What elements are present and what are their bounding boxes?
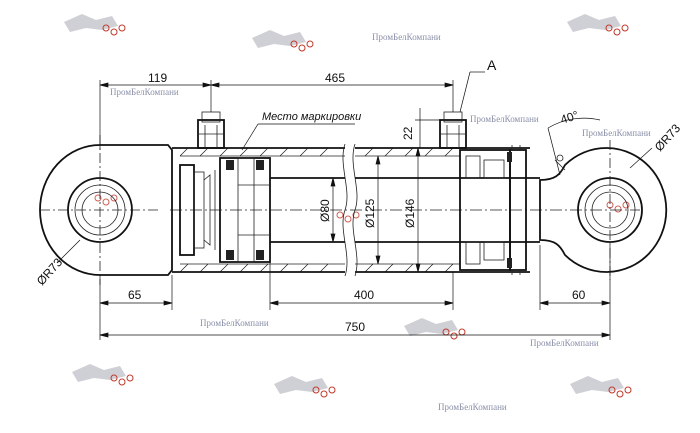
dim-60: 60 <box>572 288 586 302</box>
dim-119: 119 <box>148 71 167 85</box>
watermark-logo-8 <box>94 194 118 206</box>
gland-head <box>459 145 527 275</box>
watermark-text-4: ПромБелКомпани <box>582 128 651 138</box>
port-fitting-left <box>197 111 225 149</box>
dim-d80: Ø80 <box>318 199 332 222</box>
dim-angle-40: 40° <box>559 108 581 127</box>
left-eye-lug <box>39 135 173 285</box>
watermark-logo-1 <box>64 14 126 36</box>
watermark-logo-7 <box>570 376 632 398</box>
watermark-logo-6 <box>274 376 336 398</box>
dim-22: 22 <box>401 126 415 140</box>
dimension-lines <box>57 71 653 340</box>
view-a-label: A <box>487 57 497 73</box>
watermark-text-3: ПромБелКомпани <box>470 114 539 124</box>
watermark-logo-3 <box>567 14 629 36</box>
watermark-logo-2 <box>252 30 314 52</box>
watermark-logo-9 <box>336 211 360 223</box>
watermark-text-1: ПромБелКомпани <box>372 32 441 42</box>
watermark-logo-4 <box>404 318 466 340</box>
dim-465: 465 <box>325 71 345 85</box>
tube-wall-hatching <box>179 147 454 273</box>
watermark-text-7: ПромБелКомпани <box>438 402 507 412</box>
dim-400: 400 <box>354 288 374 302</box>
watermark-text-6: ПромБелКомпани <box>530 338 599 348</box>
watermark-text-2: ПромБелКомпани <box>110 87 179 97</box>
dim-750: 750 <box>345 320 365 334</box>
watermark-text-5: ПромБелКомпани <box>200 318 269 328</box>
dim-d146: Ø146 <box>403 198 417 228</box>
dim-r73-right: ØR73 <box>652 121 684 154</box>
port-fitting-right <box>439 111 467 149</box>
marking-place-label: Место маркировки <box>262 111 361 123</box>
dim-d125: Ø125 <box>363 198 377 228</box>
dim-65: 65 <box>128 288 142 302</box>
watermark-logo-5 <box>72 364 134 386</box>
